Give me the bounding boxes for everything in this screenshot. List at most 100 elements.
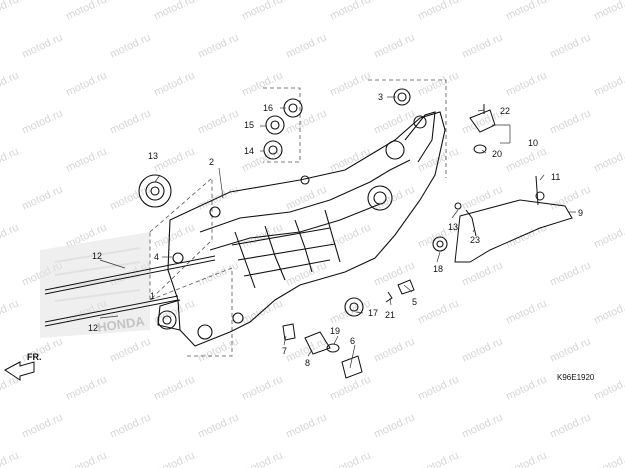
watermark-text: motod.ru [592, 69, 625, 98]
watermark-text: motod.ru [152, 0, 196, 23]
watermark-text: motod.ru [196, 31, 240, 60]
watermark-text: motod.ru [0, 221, 21, 250]
watermark-text: motod.ru [240, 373, 284, 402]
watermark-text: motod.ru [416, 449, 460, 468]
watermark-text: motod.ru [460, 411, 504, 440]
stud-bolts [44, 255, 216, 327]
callout-15: 14 [244, 146, 254, 156]
watermark-text: motod.ru [240, 0, 284, 23]
watermark-text: motod.ru [328, 449, 372, 468]
watermark-text: motod.ru [0, 0, 21, 23]
callout-22: 21 [385, 310, 395, 320]
watermark-text: motod.ru [372, 335, 416, 364]
watermark-text: motod.ru [152, 69, 196, 98]
callout-2: 2 [209, 157, 214, 167]
callout-21: 20 [492, 149, 502, 159]
watermark-text: motod.ru [372, 183, 416, 212]
leader-lines [99, 96, 576, 369]
watermark-text: motod.ru [460, 335, 504, 364]
watermark-text: motod.ru [64, 449, 108, 468]
watermark-text: motod.ru [152, 449, 196, 468]
watermark-text: motod.ru [64, 69, 108, 98]
watermark-text: motod.ru [592, 373, 625, 402]
watermark-text: motod.ru [504, 297, 548, 326]
watermark-text: motod.ru [504, 373, 548, 402]
watermark-text: motod.ru [504, 145, 548, 174]
callout-10: 10 [528, 138, 538, 148]
watermark-text: motod.ru [0, 449, 21, 468]
watermark-text: motod.ru [460, 259, 504, 288]
honda-text: HONDA [96, 313, 146, 335]
honda-wing-mark [40, 232, 150, 338]
watermark-text: motod.ru [196, 107, 240, 136]
watermark-text: motod.ru [196, 335, 240, 364]
watermark-text: motod.ru [504, 221, 548, 250]
watermark-text: motod.ru [108, 31, 152, 60]
watermark-text: motod.ru [504, 449, 548, 468]
watermark-text: motod.ru [64, 145, 108, 174]
watermark-text: motod.ru [108, 183, 152, 212]
watermark-text: motod.ru [0, 145, 21, 174]
watermark-text: motod.ru [64, 0, 108, 23]
watermark-text: motod.ru [20, 411, 64, 440]
callout-11: 11 [551, 172, 560, 182]
callout-13: 13 [448, 222, 458, 232]
watermark-text: motod.ru [592, 221, 625, 250]
watermark-text: motod.ru [328, 0, 372, 23]
watermark-text: motod.ru [592, 0, 625, 23]
callout-17: 16 [263, 103, 273, 113]
watermark-text: motod.ru [0, 297, 21, 326]
callout-6: 6 [350, 336, 355, 346]
watermark-text: motod.ru [460, 31, 504, 60]
callout-18: 17 [368, 308, 378, 318]
watermark-text: motod.ru [284, 411, 328, 440]
callout-23: 22 [500, 106, 510, 116]
front-arrow-icon [4, 361, 35, 381]
watermark-text: motod.ru [460, 183, 504, 212]
callout-9: 9 [578, 208, 583, 218]
watermark-text: motod.ru [416, 373, 460, 402]
watermark-text: motod.ru [20, 107, 64, 136]
watermark-text: motod.ru [328, 373, 372, 402]
watermark-text: motod.ru [372, 107, 416, 136]
callout-3: 3 [378, 92, 383, 102]
callout-20: 19 [330, 326, 340, 336]
callout-5: 5 [412, 297, 417, 307]
callout-1: 1 [150, 291, 155, 301]
callout-12-bottom: 12 [88, 323, 98, 333]
watermark-text: motod.ru [240, 69, 284, 98]
watermark-text: motod.ru [372, 259, 416, 288]
watermark-text: motod.ru [152, 373, 196, 402]
watermark-text: motod.ru [416, 297, 460, 326]
watermark-text: motod.ru [504, 0, 548, 23]
watermark-text: motod.ru [592, 145, 625, 174]
watermark-text: motod.ru [548, 411, 592, 440]
watermark-text: motod.ru [548, 31, 592, 60]
watermark-text: motod.ru [592, 449, 625, 468]
watermark-text: motod.ru [372, 411, 416, 440]
callout-16: 15 [244, 120, 254, 130]
watermark-text: motod.ru [196, 259, 240, 288]
watermark-text: motod.ru [328, 69, 372, 98]
watermark-text: motod.ru [504, 69, 548, 98]
watermark-text: motod.ru [548, 335, 592, 364]
watermark-text: motod.ru [328, 297, 372, 326]
watermark-text: motod.ru [196, 411, 240, 440]
watermark-text: motod.ru [284, 31, 328, 60]
watermark-text: motod.ru [152, 145, 196, 174]
callout-19: 18 [433, 264, 443, 274]
watermark-text: motod.ru [548, 183, 592, 212]
watermark-text: motod.ru [548, 259, 592, 288]
watermark-text: motod.ru [108, 107, 152, 136]
callout-4: 4 [154, 252, 159, 262]
watermark-text: motod.ru [592, 297, 625, 326]
watermark-text: motod.ru [240, 297, 284, 326]
crankcase-body [157, 111, 446, 347]
watermark-text: motod.ru [328, 145, 372, 174]
watermark-text: motod.ru [0, 69, 21, 98]
watermark-text: motod.ru [20, 183, 64, 212]
watermark-text: motod.ru [460, 107, 504, 136]
